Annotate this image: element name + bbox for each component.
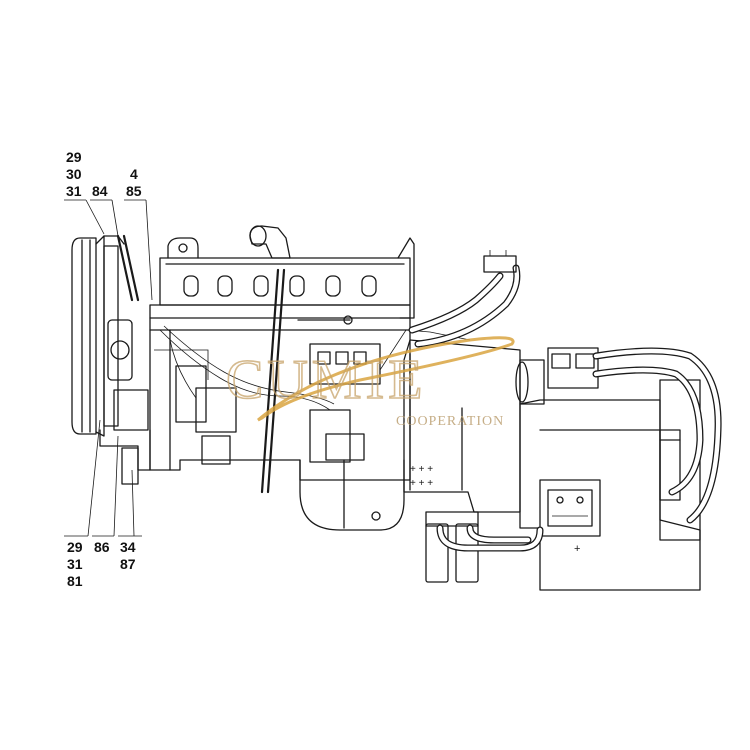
leader-lines [85,199,153,537]
svg-text:+ + +: + + + [410,478,433,489]
callout-30-top: 30 [66,166,82,182]
callout-group-top-mid-a: 84 [90,183,112,201]
callout-31-top: 31 [66,183,82,199]
callout-81: 81 [67,573,83,589]
watermark: CUMIE COOPERATION [225,336,515,429]
watermark-swoosh [257,336,515,422]
callout-29-bottom: 29 [67,539,83,555]
hoses [408,250,722,552]
transmission-bolts: + + + + + + [410,464,433,489]
callout-group-bottom-b: 86 [92,535,114,555]
callout-29-top: 29 [66,149,82,165]
watermark-sub-text: COOPERATION [396,414,504,429]
callout-87: 87 [120,556,136,572]
callout-group-top-mid-b: 4 85 [124,166,146,201]
watermark-main-text: CUMIE [226,349,426,411]
callout-group-top-left: 29 30 31 [64,149,86,201]
callout-86: 86 [94,539,110,555]
callout-group-bottom-a: 29 31 81 [64,535,88,589]
svg-text:+ + +: + + + [410,464,433,475]
fan-assembly [71,234,151,485]
callout-group-bottom-c: 34 87 [118,535,142,572]
callout-34: 34 [120,539,136,555]
valve-cover-bosses [183,275,377,297]
callout-84: 84 [92,183,108,199]
callout-85: 85 [126,183,142,199]
callout-31-bottom: 31 [67,556,83,572]
callout-4: 4 [130,166,138,182]
transmission: + + + + + + + [403,339,701,591]
plus-mark: + [574,543,580,555]
